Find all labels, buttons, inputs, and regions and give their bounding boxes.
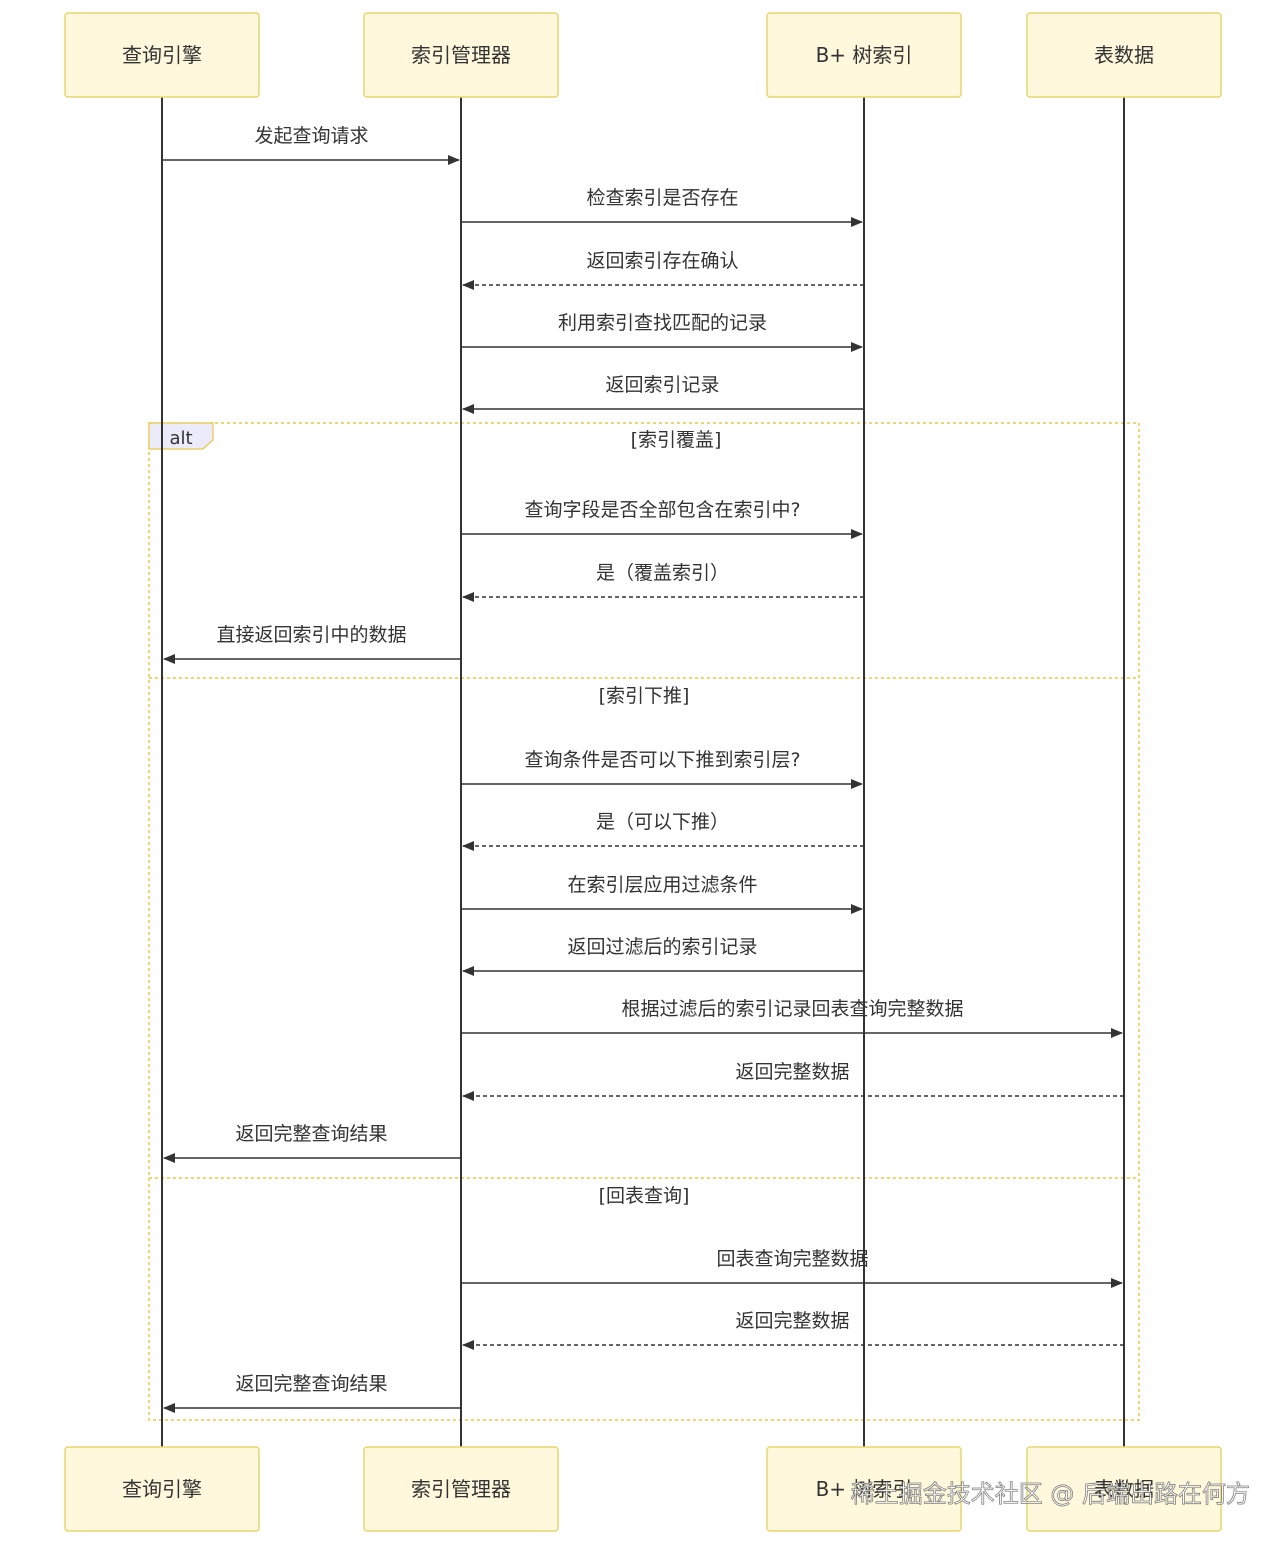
participant-label: B+ 树索引 bbox=[816, 43, 913, 67]
message-label: 利用索引查找匹配的记录 bbox=[558, 312, 767, 334]
message-label: 返回完整数据 bbox=[735, 1310, 849, 1332]
participant-label: B+ 树索引 bbox=[816, 1477, 913, 1501]
participant-bt-top: B+ 树索引 bbox=[766, 12, 962, 98]
message: 发起查询请求 bbox=[162, 125, 460, 165]
message-label: 查询字段是否全部包含在索引中? bbox=[524, 499, 800, 521]
participant-im-top: 索引管理器 bbox=[363, 12, 559, 98]
message: 返回完整查询结果 bbox=[163, 1373, 461, 1413]
participant-td-bottom: 表数据 bbox=[1026, 1446, 1222, 1532]
message: 返回完整查询结果 bbox=[163, 1123, 461, 1163]
participant-label: 表数据 bbox=[1094, 1477, 1154, 1501]
message-label: 返回索引存在确认 bbox=[586, 250, 738, 272]
message: 是（可以下推） bbox=[462, 811, 864, 851]
message-label: 返回完整查询结果 bbox=[235, 1373, 387, 1395]
alt-condition: [索引覆盖] bbox=[631, 429, 722, 451]
message-label: 返回完整查询结果 bbox=[235, 1123, 387, 1145]
message: 直接返回索引中的数据 bbox=[163, 624, 461, 664]
message: 返回完整数据 bbox=[462, 1061, 1124, 1101]
alt-label-box bbox=[148, 422, 214, 450]
participant-box bbox=[766, 1446, 962, 1532]
message-label: 返回过滤后的索引记录 bbox=[567, 936, 757, 958]
participant-label: 表数据 bbox=[1094, 43, 1154, 67]
message: 是（覆盖索引） bbox=[462, 562, 864, 602]
alt-frame bbox=[148, 422, 1140, 1421]
participant-label: 索引管理器 bbox=[411, 43, 511, 67]
message-label: 是（覆盖索引） bbox=[596, 562, 729, 584]
participant-box bbox=[363, 1446, 559, 1532]
message-label: 返回索引记录 bbox=[605, 374, 719, 396]
message: 返回索引存在确认 bbox=[462, 250, 864, 290]
participant-box bbox=[363, 12, 559, 98]
message: 查询条件是否可以下推到索引层? bbox=[461, 749, 863, 789]
message-label: 是（可以下推） bbox=[596, 811, 729, 833]
alt-label: alt bbox=[169, 428, 192, 449]
message: 根据过滤后的索引记录回表查询完整数据 bbox=[461, 998, 1123, 1038]
message-label: 返回完整数据 bbox=[735, 1061, 849, 1083]
watermark: 稀土掘金技术社区 @ 后端出路在何方 bbox=[851, 1480, 1250, 1508]
message: 利用索引查找匹配的记录 bbox=[461, 312, 863, 352]
participant-box bbox=[64, 12, 260, 98]
participant-box bbox=[1026, 1446, 1222, 1532]
message: 检查索引是否存在 bbox=[461, 187, 863, 227]
participant-bt-bottom: B+ 树索引 bbox=[766, 1446, 962, 1532]
message: 返回完整数据 bbox=[462, 1310, 1124, 1350]
message: 在索引层应用过滤条件 bbox=[461, 874, 863, 914]
participant-qe-top: 查询引擎 bbox=[64, 12, 260, 98]
message-label: 发起查询请求 bbox=[254, 125, 368, 147]
message-label: 检查索引是否存在 bbox=[586, 187, 738, 209]
participant-box bbox=[766, 12, 962, 98]
message: 返回过滤后的索引记录 bbox=[462, 936, 864, 976]
message-label: 在索引层应用过滤条件 bbox=[567, 874, 757, 896]
alt-condition: [索引下推] bbox=[599, 685, 690, 707]
participant-label: 查询引擎 bbox=[122, 43, 202, 67]
participant-label: 查询引擎 bbox=[122, 1477, 202, 1501]
message: 查询字段是否全部包含在索引中? bbox=[461, 499, 863, 539]
participant-qe-bottom: 查询引擎 bbox=[64, 1446, 260, 1532]
message-label: 查询条件是否可以下推到索引层? bbox=[524, 749, 800, 771]
message: 回表查询完整数据 bbox=[461, 1248, 1123, 1288]
message-label: 直接返回索引中的数据 bbox=[216, 624, 406, 646]
participant-box bbox=[64, 1446, 260, 1532]
participant-td-top: 表数据 bbox=[1026, 12, 1222, 98]
message: 返回索引记录 bbox=[462, 374, 864, 414]
participant-label: 索引管理器 bbox=[411, 1477, 511, 1501]
alt-condition: [回表查询] bbox=[599, 1185, 690, 1207]
message-label: 根据过滤后的索引记录回表查询完整数据 bbox=[621, 998, 963, 1020]
participant-im-bottom: 索引管理器 bbox=[363, 1446, 559, 1532]
message-label: 回表查询完整数据 bbox=[716, 1248, 868, 1270]
participant-box bbox=[1026, 12, 1222, 98]
